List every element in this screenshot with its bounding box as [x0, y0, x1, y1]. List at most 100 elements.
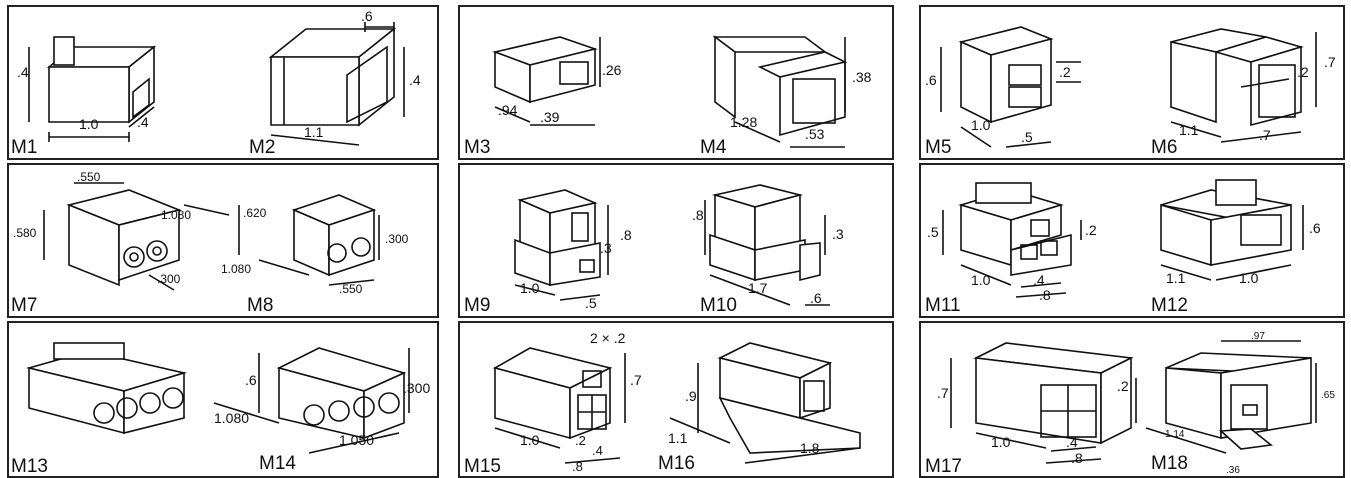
m14-dim-1: .6 — [245, 372, 257, 388]
m18-dim-3: 1.14 — [1165, 429, 1185, 440]
m17-dim-1: .7 — [937, 385, 949, 401]
m5-dim-1: .6 — [925, 72, 937, 88]
connector-label-m3: M3 — [464, 137, 491, 158]
m8-dim-4: .550 — [339, 282, 363, 296]
connector-m10-drawing — [704, 184, 830, 306]
connector-m12-drawing — [1160, 179, 1304, 281]
m17-dim-4: .4 — [1066, 434, 1078, 450]
m11-dim-4: .4 — [1033, 272, 1045, 288]
m14-dim-3: 1.080 — [214, 410, 249, 426]
drawing-m3-m4: .26 .94 .39 .38 1.28 .53 — [492, 35, 872, 148]
connector-m18-drawing — [1145, 340, 1317, 454]
connector-m8-drawing — [238, 194, 380, 286]
drawing-m17-m18: .7 .2 1.0 .4 .8 .97 .65 1.14 .36 — [937, 331, 1335, 476]
connector-label-m15: M15 — [464, 456, 501, 477]
connector-label-m12: M12 — [1151, 295, 1188, 316]
drawing-m1-m2: .4 1.0 .4 .6 .4 1.1 — [17, 8, 421, 146]
connector-label-m6: M6 — [1151, 137, 1178, 158]
panel-m1-m2: .4 1.0 .4 .6 .4 1.1 M1 M2 — [7, 5, 439, 160]
m4-dim-2: 1.28 — [730, 114, 757, 130]
connector-label-m17: M17 — [925, 456, 962, 477]
m17-dim-5: .8 — [1071, 450, 1083, 466]
m17-dim-3: 1.0 — [991, 434, 1011, 450]
m18-dim-1: .97 — [1251, 331, 1265, 342]
connector-m13-drawing — [25, 342, 188, 435]
m18-dim-4: .36 — [1226, 465, 1240, 476]
panel-m5-m6: .6 .2 1.0 .5 .2 .7 1.1 .7 M5 M6 — [919, 5, 1345, 160]
m16-dim-1: .9 — [685, 388, 697, 404]
drawing-m9-m10: .3 .8 1.0 .5 .8 .3 1.7 .6 — [514, 184, 844, 311]
m3-dim-1: .26 — [602, 62, 622, 78]
m8-dim-1: .620 — [243, 206, 267, 220]
m9-dim-4: .5 — [585, 295, 597, 311]
connector-m17-drawing — [950, 342, 1137, 464]
connector-m14-drawing — [213, 347, 410, 454]
panel-m17-m18: .7 .2 1.0 .4 .8 .97 .65 1.14 .36 M17 M18 — [919, 321, 1345, 478]
m5-dim-2: .2 — [1059, 64, 1071, 80]
m9-dim-1: .3 — [600, 240, 612, 256]
m4-dim-3: .53 — [805, 126, 825, 142]
drawing-m15-m16: 2 × .2 .7 1.0 .2 .4 .8 .9 1.1 1.8 — [492, 330, 861, 474]
m18-dim-2: .65 — [1321, 390, 1335, 401]
connector-label-m9: M9 — [464, 295, 491, 316]
panel-m15-m16: 2 × .2 .7 1.0 .2 .4 .8 .9 1.1 1.8 M15 M1… — [458, 321, 894, 478]
connector-label-m5: M5 — [925, 137, 952, 158]
connector-label-m13: M13 — [11, 456, 48, 477]
m5-dim-3: 1.0 — [971, 117, 991, 133]
connector-m5-drawing — [940, 26, 1081, 148]
panel-m9-m10: .3 .8 1.0 .5 .8 .3 1.7 .6 M9 M10 — [458, 163, 894, 318]
m17-dim-2: .2 — [1117, 378, 1129, 394]
m15-dim-4: .2 — [575, 433, 586, 448]
connector-m16-drawing — [669, 342, 861, 464]
m7-dim-2: 1.080 — [161, 208, 191, 222]
m14-dim-4: 1.050 — [339, 432, 374, 448]
m11-dim-1: .5 — [927, 224, 939, 240]
m7-dim-1: .550 — [77, 170, 101, 184]
m15-dim-5: .4 — [592, 443, 603, 458]
connector-m15-drawing — [492, 347, 626, 464]
m14-dim-2: .300 — [403, 380, 430, 396]
connector-m2-drawing — [268, 22, 405, 146]
m12-dim-3: 1.0 — [1239, 270, 1259, 286]
m7-dim-4: .300 — [157, 272, 181, 286]
m15-dim-2: .7 — [630, 372, 642, 388]
m11-dim-5: .8 — [1039, 287, 1051, 303]
connector-label-m18: M18 — [1151, 453, 1188, 474]
drawing-m7-m8: .550 1.080 .580 .300 .620 1.080 .300 .55… — [13, 170, 409, 296]
m10-dim-2: .3 — [832, 226, 844, 242]
m1-dim-2: 1.0 — [79, 116, 99, 132]
connector-m7-drawing — [43, 182, 230, 291]
m16-dim-3: 1.8 — [800, 440, 820, 456]
m8-dim-2: 1.080 — [221, 262, 251, 276]
m2-dim-3: 1.1 — [304, 124, 324, 140]
connector-m11-drawing — [942, 182, 1082, 298]
connector-label-m16: M16 — [658, 453, 695, 474]
connector-label-m14: M14 — [259, 453, 296, 474]
m11-dim-3: 1.0 — [971, 272, 991, 288]
m11-dim-2: .2 — [1085, 222, 1097, 238]
m10-dim-3: 1.7 — [748, 280, 768, 296]
m3-dim-2: .94 — [498, 102, 518, 118]
connector-label-m7: M7 — [11, 295, 38, 316]
m6-dim-1: .2 — [1297, 64, 1309, 80]
connector-m9-drawing — [514, 189, 609, 301]
m9-dim-3: 1.0 — [520, 280, 540, 296]
connector-m3-drawing — [492, 36, 601, 126]
connector-label-m8: M8 — [247, 295, 274, 316]
m10-dim-1: .8 — [692, 207, 704, 223]
m2-dim-1: .6 — [361, 8, 373, 24]
drawing-m5-m6: .6 .2 1.0 .5 .2 .7 1.1 .7 — [925, 26, 1336, 148]
m6-dim-3: 1.1 — [1179, 122, 1199, 138]
panel-m7-m8: .550 1.080 .580 .300 .620 1.080 .300 .55… — [7, 163, 439, 318]
connector-label-m4: M4 — [700, 137, 727, 158]
m10-dim-4: .6 — [810, 290, 822, 306]
m1-dim-3: .4 — [137, 114, 149, 130]
m12-dim-1: .6 — [1309, 220, 1321, 236]
drawing-m13-m14: .6 .300 1.080 1.050 — [25, 342, 430, 454]
m8-dim-3: .300 — [385, 232, 409, 246]
panel-m13-m14: .6 .300 1.080 1.050 M13 M14 — [7, 321, 439, 478]
connector-label-m11: M11 — [925, 295, 961, 316]
m6-dim-4: .7 — [1259, 127, 1271, 143]
m2-dim-2: .4 — [409, 72, 421, 88]
m7-dim-3: .580 — [13, 226, 37, 240]
